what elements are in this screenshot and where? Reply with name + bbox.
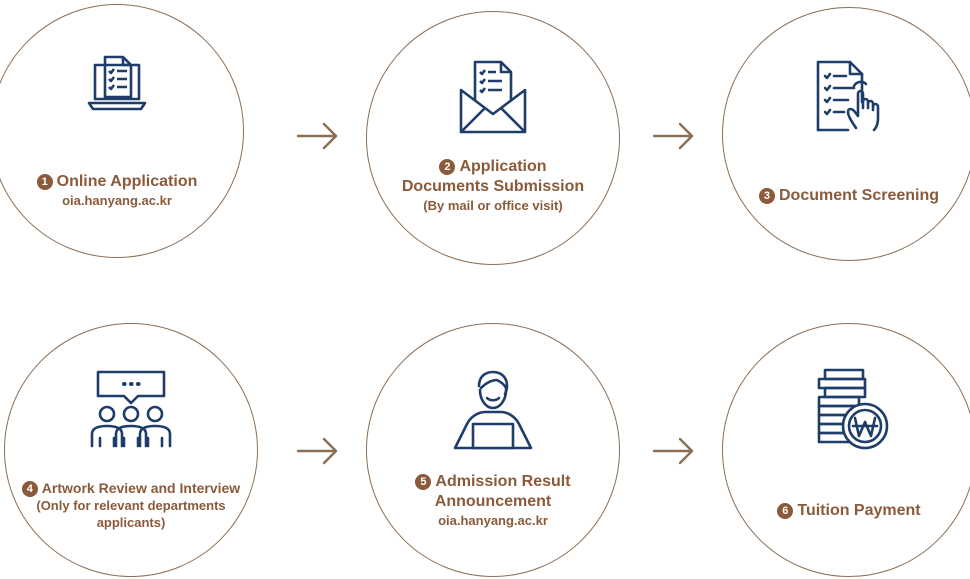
step-3-number: 3: [758, 188, 775, 204]
step-5-number: 5: [415, 474, 432, 490]
step-2-note: (By mail or office visit): [423, 198, 563, 213]
step-2-number: 2: [439, 159, 456, 175]
checklist-hand-icon: [723, 58, 970, 136]
step-5-url: oia.hanyang.ac.kr: [438, 513, 548, 528]
step-2-title-line2: Documents Submission: [401, 178, 585, 195]
arrow-right-icon: [296, 122, 338, 150]
laptop-checklist-icon: [0, 53, 243, 117]
step-1-number: 1: [36, 174, 53, 190]
step-4-number: 4: [21, 481, 38, 497]
envelope-checklist-icon: [367, 56, 619, 136]
step-6-number: 6: [777, 503, 794, 519]
arrow-right-icon: [296, 437, 338, 465]
step-4-note: (Only for relevant departments: [36, 498, 226, 513]
person-laptop-icon: [367, 368, 619, 452]
step-5-title-line2: Announcement: [434, 493, 552, 510]
arrow-right-icon: [652, 437, 694, 465]
step-1-url: oia.hanyang.ac.kr: [62, 193, 172, 208]
group-interview-icon: [5, 368, 257, 452]
step-4-note-line2: applicants): [96, 515, 166, 530]
coins-won-icon: [723, 366, 970, 454]
arrow-right-icon: [652, 122, 694, 150]
